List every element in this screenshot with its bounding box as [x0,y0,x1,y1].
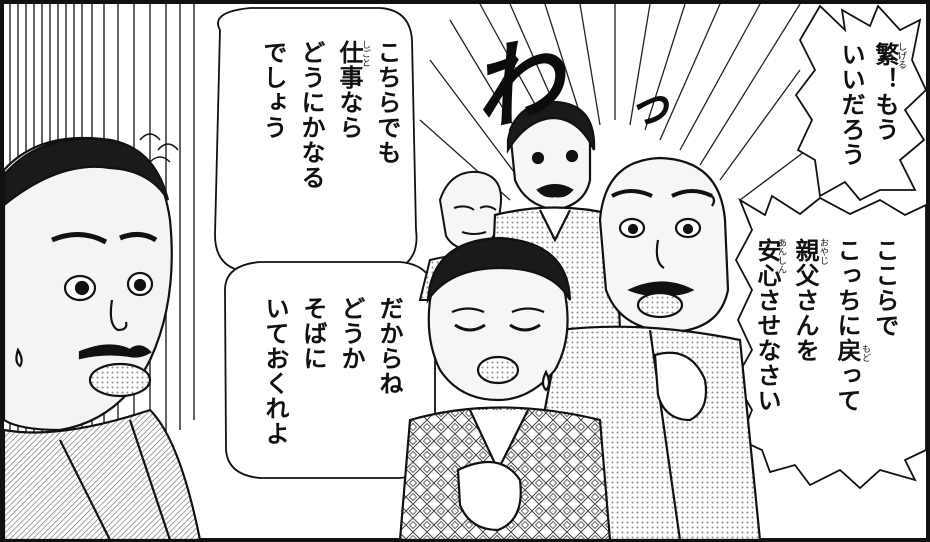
son-line-2: 仕事なら [335,40,363,140]
father-line-3: 親父さんを [791,238,819,363]
balloon-shigeru [794,4,928,202]
father-line-1: ここらで [871,238,899,338]
shigeru-line-1: 繁！もう [871,42,899,142]
mother-line-1: だからね [375,296,403,396]
furigana-anshin: あんしん [776,238,786,274]
mother-line-2: どうか [337,296,365,371]
mother-figure [398,236,612,542]
furigana-shigoto: しごと [360,40,370,67]
son-line-1: こちらでも [373,40,401,165]
furigana-oyaji: おやじ [818,238,828,265]
father-line-2: こっちに戻って [833,238,861,413]
furigana-shigeru: しげる [896,42,906,69]
son-figure [2,136,202,542]
son-line-4: でしょう [259,40,287,140]
balloon-father [733,194,927,490]
father-line-4: 安心させなさい [753,238,781,413]
son-line-3: どうにかなる [297,40,325,190]
mother-line-4: いておくれよ [261,296,289,446]
worry-marks [139,133,179,163]
furigana-modo: もど [860,344,870,362]
mother-line-3: そばに [299,296,327,371]
balloon-son [214,7,418,273]
shigeru-line-2: いいだろう [837,42,865,167]
